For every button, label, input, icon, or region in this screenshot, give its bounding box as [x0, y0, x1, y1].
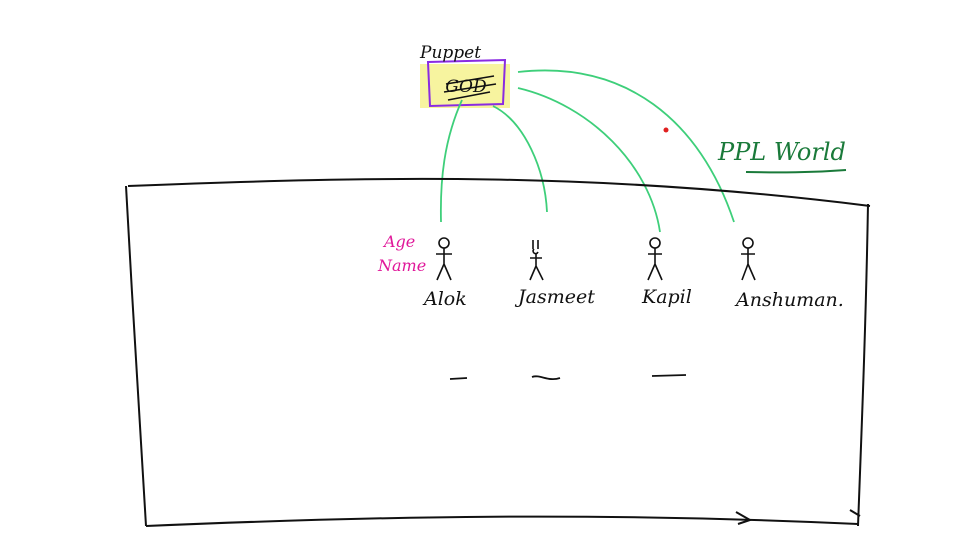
controller-box — [426, 58, 507, 108]
placeholder-dashes — [449, 374, 687, 381]
name-kapil: Kapil — [641, 286, 692, 308]
dash-1 — [449, 377, 468, 380]
name-jasmeet: Jasmeet — [514, 286, 595, 308]
world-box-corner-ticks — [735, 509, 861, 525]
puppet-label: Puppet — [419, 43, 481, 63]
puppet-controller: GOD Puppet — [419, 43, 510, 108]
world-box — [125, 177, 871, 527]
world-box-bottom — [145, 515, 859, 527]
world-box-right — [857, 203, 869, 527]
string-alok — [439, 99, 463, 223]
annotation-age: Age — [382, 232, 415, 251]
world-underline — [745, 169, 847, 174]
annotation-name: Name — [377, 256, 426, 275]
string-jasmeet — [492, 105, 548, 213]
figure-names: Alok Jasmeet Kapil Anshuman. — [422, 286, 844, 311]
scribble-strike — [443, 75, 497, 101]
figure-jasmeet — [529, 240, 544, 281]
figure-anshuman — [741, 237, 756, 281]
puppet-strings — [439, 69, 735, 233]
dash-2 — [531, 375, 561, 381]
controller-highlight — [420, 64, 510, 108]
world-box-top — [127, 177, 871, 207]
world-label: PPL World — [717, 138, 846, 166]
stick-figures — [436, 237, 756, 281]
red-dot — [663, 127, 669, 133]
figure-alok — [436, 237, 452, 281]
world-box-left — [125, 185, 147, 527]
dash-3 — [651, 374, 687, 377]
string-anshuman — [517, 69, 735, 223]
name-alok: Alok — [422, 288, 467, 310]
age-name-annotation: Age Name — [377, 232, 426, 275]
string-kapil — [517, 87, 661, 233]
name-anshuman: Anshuman. — [734, 289, 844, 311]
figure-kapil — [647, 237, 663, 281]
world-label-group: PPL World — [717, 138, 847, 174]
